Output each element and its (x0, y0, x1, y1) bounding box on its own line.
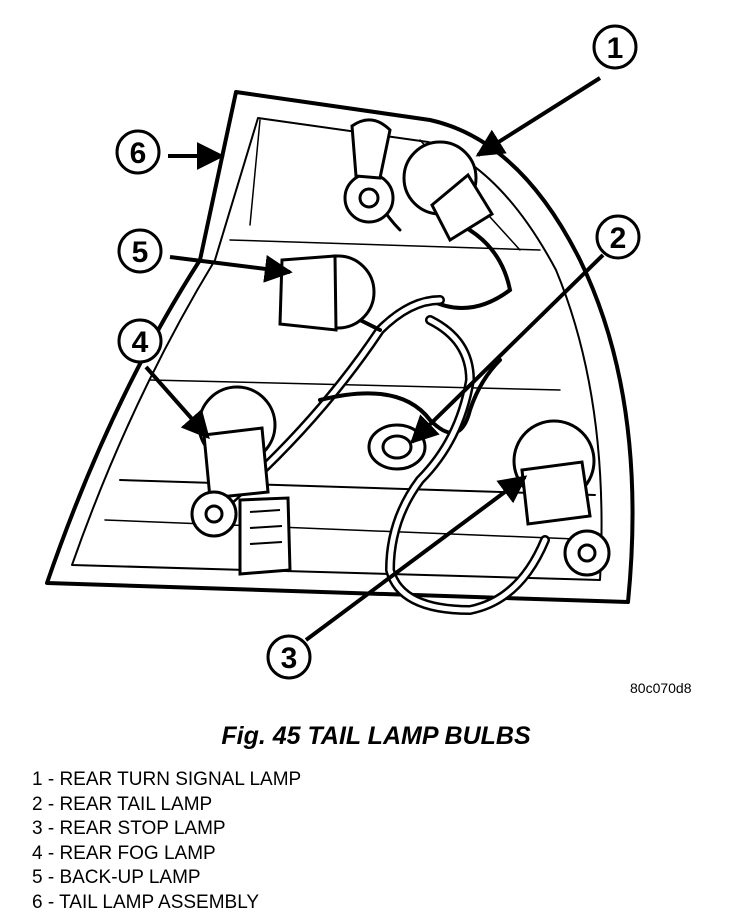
legend-list: 1 - REAR TURN SIGNAL LAMP 2 - REAR TAIL … (32, 768, 301, 915)
callout-2-number: 2 (610, 222, 627, 255)
callout-6-number: 6 (130, 137, 147, 170)
legend-item: 2 - REAR TAIL LAMP (32, 793, 213, 815)
wiring-harness (225, 148, 550, 616)
callout-2: 2 (409, 214, 641, 444)
legend-item: 5 - BACK-UP LAMP (32, 867, 201, 888)
legend-item: 4 - REAR FOG LAMP (32, 842, 216, 864)
callout-2-arrow (409, 253, 605, 444)
drawing-code: 80c070d8 (630, 680, 692, 696)
callout-3-arrow (304, 475, 528, 642)
callout-5: 5 (117, 228, 293, 283)
callout-1-number: 1 (607, 32, 624, 65)
legend-item: 6 - TAIL LAMP ASSEMBLY (32, 891, 260, 913)
stop-bulb-socket (512, 419, 611, 577)
callout-4-arrow (144, 365, 210, 440)
turn-signal-bulb-socket (343, 118, 495, 243)
legend-item: 3 - REAR STOP LAMP (32, 818, 226, 839)
callout-1-arrow (475, 76, 602, 157)
tail-bulb-socket (367, 423, 427, 471)
callout-3: 3 (266, 475, 528, 680)
fog-bulb-socket (190, 385, 292, 576)
callout-3-number: 3 (281, 642, 298, 675)
callout-4: 4 (117, 318, 210, 440)
callout-4-number: 4 (132, 326, 149, 359)
figure-caption: Fig. 45 TAIL LAMP BULBS (221, 722, 531, 750)
callout-5-arrow (169, 254, 293, 283)
callout-6: 6 (115, 129, 225, 175)
tail-lamp-housing (45, 90, 635, 604)
back-up-bulb-socket (278, 254, 376, 332)
tail-lamp-diagram: 1 2 3 4 5 6 (45, 24, 641, 680)
callout-1: 1 (475, 24, 638, 157)
legend-item: 1 - REAR TURN SIGNAL LAMP (32, 769, 302, 790)
callout-5-number: 5 (132, 236, 149, 269)
